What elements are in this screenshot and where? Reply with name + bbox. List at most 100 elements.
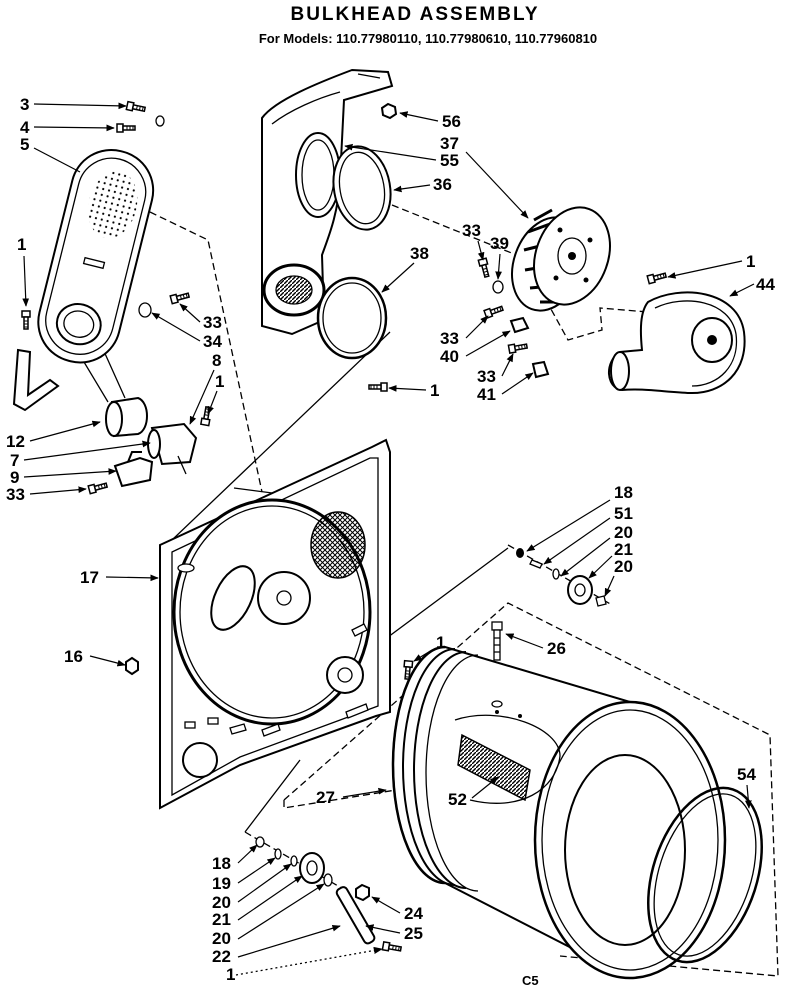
callout-5: 5	[20, 135, 29, 154]
callout-37: 37	[440, 134, 459, 153]
leader-line	[505, 633, 544, 649]
leader-line	[393, 184, 431, 193]
model-numbers: For Models: 110.77980110, 110.77980610, …	[259, 31, 597, 46]
callout-20: 20	[614, 523, 633, 542]
callout-19: 19	[212, 874, 231, 893]
callout-34: 34	[203, 332, 222, 351]
roller-assembly-left	[255, 836, 376, 945]
bracket-9	[113, 451, 154, 488]
leader-line	[105, 574, 159, 582]
rear-duct-55	[261, 68, 394, 336]
callout-18: 18	[212, 854, 231, 873]
leader-line	[33, 102, 127, 110]
screw-3	[125, 100, 147, 114]
drum-27	[391, 645, 727, 980]
leader-line	[23, 440, 151, 461]
callout-56: 56	[442, 112, 461, 131]
screw-4	[116, 123, 136, 133]
callout-54: 54	[737, 765, 756, 784]
leader-line	[465, 315, 489, 339]
screw-33	[507, 341, 529, 354]
leader-line	[526, 499, 611, 552]
leader-line	[388, 385, 427, 392]
callout-22: 22	[212, 947, 231, 966]
thermostat-8	[147, 422, 198, 475]
leader-line	[33, 147, 81, 173]
seal-54	[647, 786, 763, 964]
blower-housing-44	[608, 291, 746, 395]
callout-8: 8	[212, 351, 221, 370]
leader-line	[237, 863, 292, 903]
callout-1: 1	[746, 252, 755, 271]
leader-line	[207, 390, 218, 415]
leader-line	[22, 255, 30, 307]
leader-line	[371, 896, 401, 914]
leader-line	[23, 468, 117, 478]
callout-36: 36	[433, 175, 452, 194]
screw-26	[491, 621, 503, 708]
callout-1: 1	[215, 372, 224, 391]
leader-line	[237, 875, 303, 921]
callout-9: 9	[10, 468, 19, 487]
screw-33	[483, 303, 505, 319]
leader-line	[237, 924, 341, 958]
leader-line	[89, 655, 126, 667]
seal-36	[332, 145, 392, 231]
callout-21: 21	[212, 910, 231, 929]
callout-44: 44	[756, 275, 775, 294]
screw-33	[169, 290, 191, 305]
callout-33: 33	[462, 221, 481, 240]
leader-line	[501, 353, 514, 377]
leader-line	[381, 262, 415, 293]
leader-line	[342, 787, 387, 798]
leader-line	[465, 330, 511, 357]
leader-line	[33, 124, 115, 132]
leader-line	[471, 776, 499, 799]
clip-41	[531, 360, 550, 379]
leader-line	[667, 260, 743, 279]
seal-38	[316, 276, 388, 360]
callout-20: 20	[614, 557, 633, 576]
callout-1: 1	[436, 633, 445, 652]
screw-1	[646, 270, 668, 285]
baffle-52	[457, 733, 531, 802]
screw-1	[368, 382, 388, 392]
callout-1: 1	[17, 235, 26, 254]
callout-33: 33	[477, 367, 496, 386]
leader-line	[365, 924, 401, 934]
roller-assembly-right	[516, 548, 607, 607]
leader-line	[237, 883, 325, 940]
screw-1	[381, 941, 403, 954]
callout-16: 16	[64, 647, 83, 666]
leader-line	[543, 517, 611, 565]
callout-24: 24	[404, 904, 423, 923]
callouts: 3 4 5 1 33 34 8 1 12 7 9 33 17 16 56 37 …	[6, 95, 775, 984]
callout-51: 51	[614, 504, 633, 523]
bracket-12	[12, 348, 60, 412]
callout-40: 40	[440, 347, 459, 366]
callout-33: 33	[6, 485, 25, 504]
callout-21: 21	[614, 540, 633, 559]
callout-1: 1	[430, 381, 439, 400]
leader-line	[29, 420, 101, 442]
callout-41: 41	[477, 385, 496, 404]
callout-33: 33	[203, 313, 222, 332]
callout-38: 38	[410, 244, 429, 263]
callout-55: 55	[440, 151, 459, 170]
callout-7: 7	[10, 451, 19, 470]
callout-4: 4	[20, 118, 30, 137]
cylinder-7	[105, 396, 148, 438]
blower-wheel-37	[511, 206, 611, 312]
callout-27: 27	[316, 788, 335, 807]
leader-line	[189, 369, 215, 425]
leader-line	[588, 555, 613, 579]
callout-52: 52	[448, 790, 467, 809]
callout-3: 3	[20, 95, 29, 114]
leader-line	[344, 143, 437, 161]
callout-20: 20	[212, 929, 231, 948]
leader-line	[465, 151, 529, 219]
leader-line	[235, 946, 383, 976]
leader-line	[151, 312, 201, 342]
leader-line	[29, 486, 87, 495]
